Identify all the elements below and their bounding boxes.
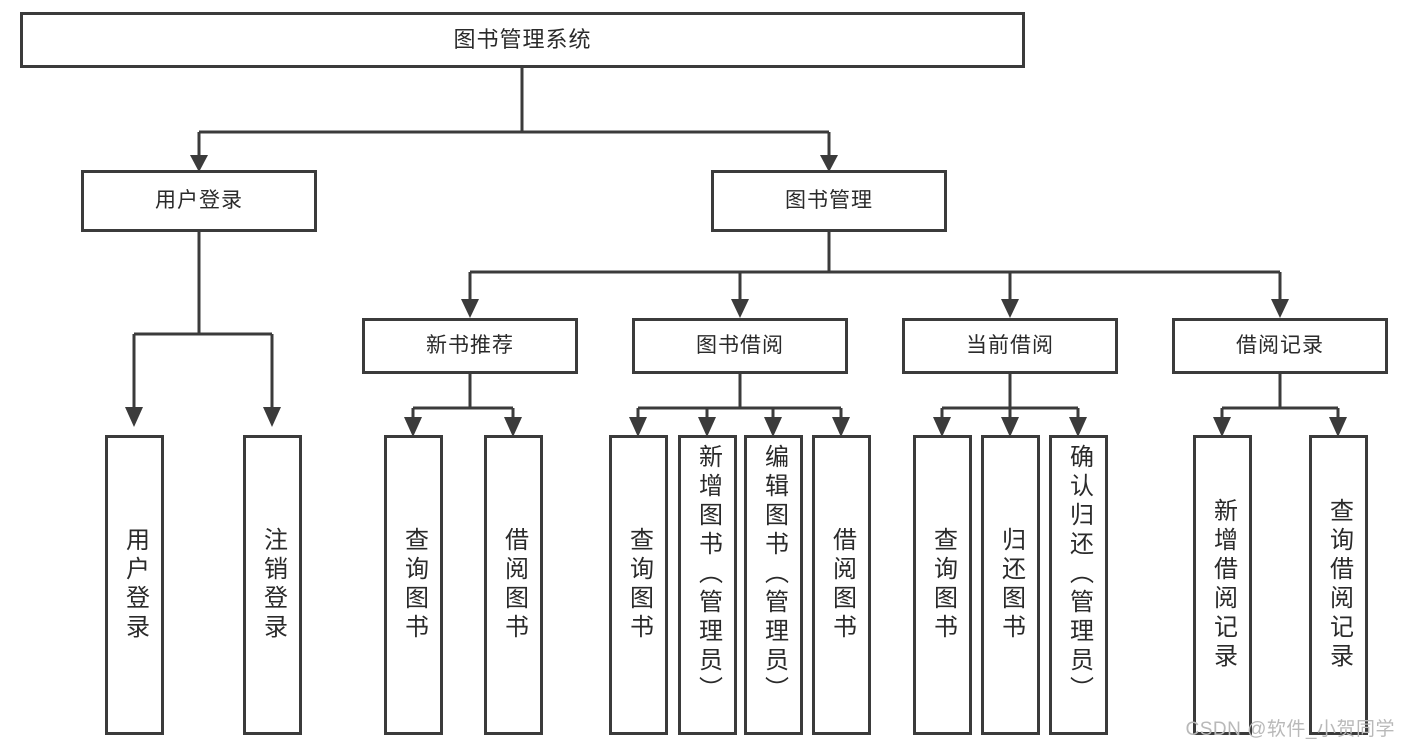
leaf-borrow-record-add-record[interactable]: 新增借阅记录 — [1193, 435, 1252, 735]
node-label: 归还图书 — [997, 527, 1025, 643]
node-book-borrowing[interactable]: 图书借阅 — [632, 318, 848, 374]
leaf-book-borrow-add-book-admin[interactable]: 新增图书（管理员） — [678, 435, 737, 735]
node-label: 借阅图书 — [500, 527, 528, 643]
node-label: 图书管理 — [785, 188, 873, 212]
node-label: 注销登录 — [259, 527, 287, 643]
leaf-book-borrow-query-book[interactable]: 查询图书 — [609, 435, 668, 735]
leaf-book-borrow-borrow-book[interactable]: 借阅图书 — [812, 435, 871, 735]
node-label: 用户登录 — [155, 188, 243, 212]
node-label: 新书推荐 — [426, 333, 514, 357]
node-book-management[interactable]: 图书管理 — [711, 170, 947, 232]
node-label: 查询图书 — [400, 527, 428, 643]
node-label: 新增借阅记录 — [1209, 498, 1237, 672]
node-label: 查询图书 — [625, 527, 653, 643]
node-label: 借阅记录 — [1236, 333, 1324, 357]
leaf-borrow-record-query-record[interactable]: 查询借阅记录 — [1309, 435, 1368, 735]
node-current-borrowing[interactable]: 当前借阅 — [902, 318, 1118, 374]
node-borrowing-record[interactable]: 借阅记录 — [1172, 318, 1388, 374]
node-root-book-management-system[interactable]: 图书管理系统 — [20, 12, 1025, 68]
csdn-watermark: CSDN @软件_小贺同学 — [1185, 719, 1395, 740]
node-user-login[interactable]: 用户登录 — [81, 170, 317, 232]
leaf-new-book-query-book[interactable]: 查询图书 — [384, 435, 443, 735]
leaf-current-borrow-return-book[interactable]: 归还图书 — [981, 435, 1040, 735]
node-label: 图书借阅 — [696, 333, 784, 357]
leaf-user-login-logout[interactable]: 注销登录 — [243, 435, 302, 735]
leaf-current-borrow-query-book[interactable]: 查询图书 — [913, 435, 972, 735]
node-label: 借阅图书 — [828, 527, 856, 643]
node-label: 图书管理系统 — [453, 27, 592, 53]
node-label: 确认归还（管理员） — [1065, 444, 1093, 705]
node-label: 编辑图书（管理员） — [760, 444, 788, 705]
node-new-book-recommendation[interactable]: 新书推荐 — [362, 318, 578, 374]
node-label: 新增图书（管理员） — [694, 444, 722, 705]
node-label: 当前借阅 — [966, 333, 1054, 357]
leaf-current-borrow-confirm-return-admin[interactable]: 确认归还（管理员） — [1049, 435, 1108, 735]
leaf-book-borrow-edit-book-admin[interactable]: 编辑图书（管理员） — [744, 435, 803, 735]
node-label: 查询借阅记录 — [1325, 498, 1353, 672]
node-label: 用户登录 — [121, 527, 149, 643]
leaf-new-book-borrow-book[interactable]: 借阅图书 — [484, 435, 543, 735]
node-label: 查询图书 — [929, 527, 957, 643]
leaf-user-login-login[interactable]: 用户登录 — [105, 435, 164, 735]
